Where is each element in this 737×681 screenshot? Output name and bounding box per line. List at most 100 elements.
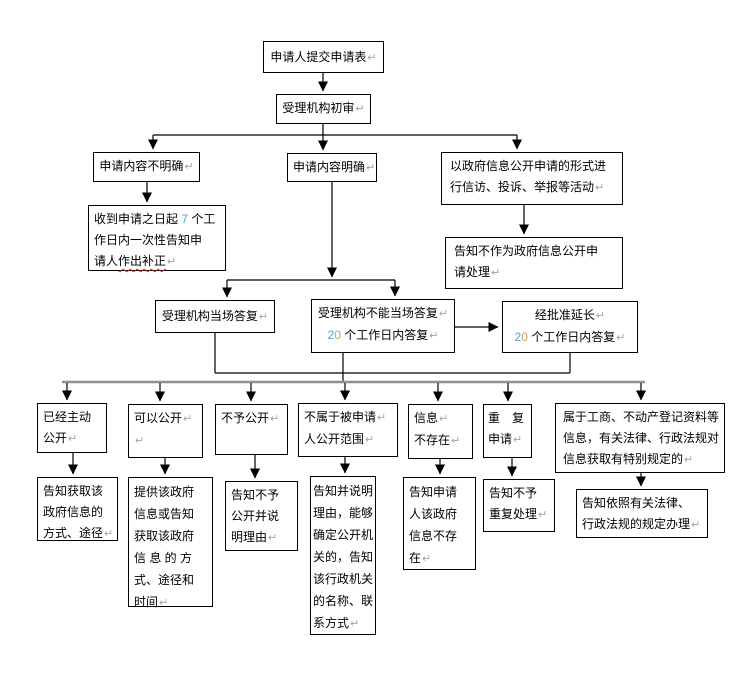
box-repeat-application: 重 复 申请↵ [483, 404, 532, 458]
return-mark-icon: ↵ [270, 413, 280, 425]
return-mark-icon: ↵ [350, 618, 360, 630]
box-text: 已经主动 [43, 410, 92, 424]
box-text: 人该政府 [409, 507, 458, 521]
box-text: 信息↵ [414, 411, 449, 425]
box-text: 20 个工作日内答复↵ [514, 330, 626, 344]
return-mark-icon: ↵ [616, 332, 626, 344]
box-cannot-reply-onspot: 受理机构不能当场答复↵ 20 个工作日内答复↵ [311, 299, 455, 353]
box-text: 受理机构不能当场答复↵ [317, 306, 449, 320]
box-text: 受理机构当场答复↵ [161, 309, 269, 323]
day-count-7: 7 [181, 212, 189, 226]
box-text: 关的，告知 [313, 550, 374, 564]
return-mark-icon: ↵ [355, 103, 365, 115]
day-count-20: 2 [327, 328, 335, 342]
return-mark-icon: ↵ [367, 52, 377, 64]
return-mark-icon: ↵ [268, 532, 278, 544]
box-notify-supplement: 收到申请之日起 7 个工 作日内一次性告知申 请人作出补正↵ [88, 205, 226, 271]
box-text: 明理由↵ [231, 530, 278, 544]
box-text: 告知不作为政府信息公开申 [454, 244, 599, 258]
box-text: 可以公开↵ [134, 411, 193, 425]
box-text: 在↵ [409, 551, 432, 565]
box-submit-application: 申请人提交申请表↵ [263, 41, 384, 73]
box-text: 公开并说 [231, 509, 280, 523]
return-mark-icon: ↵ [438, 308, 449, 320]
box-text: 确定公开机 [313, 528, 374, 542]
box-text: 时间↵ [134, 595, 169, 609]
return-mark-icon: ↵ [184, 161, 194, 173]
return-mark-icon: ↵ [429, 330, 439, 342]
return-mark-icon: ↵ [691, 519, 701, 531]
box-text: 获取该政府 [134, 529, 195, 543]
return-mark-icon: ↵ [365, 434, 375, 446]
box-text: 告知获取该 [43, 484, 104, 498]
box-text: 经批准延长↵ [534, 308, 606, 322]
box-special-regulation-info: 属于工商、不动产登记资料等 信息，有关法律、行政法规对 信息获取有特别规定的↵ [555, 403, 725, 473]
box-text: 以政府信息公开申请的形式进 [450, 159, 607, 173]
box-text: 告知依照有关法律、 [582, 496, 691, 510]
box-notify-info-not-exist: 告知申请 人该政府 信息不存 在↵ [403, 477, 476, 570]
spellcheck-underline: 作出补正 [118, 254, 167, 268]
box-can-be-public: 可以公开↵ ↵ [128, 404, 203, 458]
box-content-unclear: 申请内容不明确↵ [93, 152, 200, 182]
box-initial-review: 受理机构初审↵ [276, 94, 371, 124]
box-notify-way-to-obtain: 告知获取该 政府信息的 方式、途径↵ [37, 477, 118, 541]
return-mark-icon: ↵ [595, 310, 606, 322]
box-text: 的名称、联 [313, 594, 374, 608]
return-mark-icon: ↵ [135, 435, 145, 447]
return-mark-icon: ↵ [377, 412, 387, 424]
box-text: 告知不予 [489, 486, 538, 500]
day-count-20: 2 [514, 330, 522, 344]
box-info-not-exist: 信息↵ 不存在↵ [408, 404, 473, 459]
box-text: 重 复 [488, 411, 525, 425]
box-text: 行信访、投诉、举报等活动↵ [450, 180, 605, 194]
return-mark-icon: ↵ [491, 267, 501, 279]
box-text: 申请人提交申请表↵ [270, 50, 377, 64]
box-text: 信息或告知 [134, 507, 195, 521]
box-text: 作日内一次性告知申 [94, 233, 203, 247]
box-text: 属于工商、不动产登记资料等 [563, 410, 720, 424]
box-content-clear: 申请内容明确↵ [287, 153, 377, 182]
box-text: 不予公开↵ [221, 411, 280, 425]
box-text: 该行政机关 [313, 572, 374, 586]
box-text: 收到申请之日起 7 个工 [94, 212, 216, 226]
box-text: 请人作出补正↵ [94, 254, 177, 268]
box-notify-reason-and-authority: 告知并说明 理由，能够 确定公开机 关的，告知 该行政机关 的名称、联 系方式↵ [310, 476, 376, 635]
return-mark-icon: ↵ [68, 433, 78, 445]
box-text: 行政法规的规定办理↵ [582, 517, 701, 531]
box-text: 政府信息的 [43, 505, 104, 519]
box-text: 申请↵ [488, 432, 523, 446]
box-not-in-scope: 不属于被申请↵ 人公开范围↵ [298, 403, 398, 457]
box-text: 重复处理↵ [489, 507, 548, 521]
box-text: 提供该政府 [134, 485, 195, 499]
return-mark-icon: ↵ [104, 528, 114, 540]
box-text: 系方式↵ [313, 616, 360, 630]
box-reply-onspot: 受理机构当场答复↵ [155, 300, 275, 333]
box-text: 信息获取有特别规定的↵ [563, 452, 694, 466]
box-text: 信 息 的 方 [134, 551, 193, 565]
return-mark-icon: ↵ [513, 434, 523, 446]
box-text: 信息，有关法律、行政法规对 [563, 431, 720, 445]
return-mark-icon: ↵ [439, 413, 449, 425]
box-not-as-disclosure-request: 告知不作为政府信息公开申 请处理↵ [445, 237, 623, 289]
box-text: 告知不予 [231, 488, 280, 502]
box-text: 不存在↵ [414, 433, 461, 447]
box-provide-or-notify: 提供该政府 信息或告知 获取该政府 信 息 的 方 式、途径和 时间↵ [128, 477, 213, 609]
day-count-20: 0 [521, 330, 528, 344]
box-text: 不属于被申请↵ [304, 410, 387, 424]
box-text: 申请内容明确↵ [293, 160, 376, 174]
box-text: ↵ [134, 430, 197, 452]
box-notify-refusal-reason: 告知不予 公开并说 明理由↵ [225, 481, 298, 551]
box-text: 受理机构初审↵ [282, 101, 365, 115]
box-approved-extension: 经批准延长↵ 20 个工作日内答复↵ [502, 301, 638, 353]
return-mark-icon: ↵ [422, 553, 432, 565]
return-mark-icon: ↵ [595, 182, 605, 194]
day-count-20: 0 [334, 328, 341, 342]
return-mark-icon: ↵ [366, 162, 376, 174]
box-text: 告知申请 [409, 485, 458, 499]
return-mark-icon: ↵ [258, 311, 269, 323]
return-mark-icon: ↵ [159, 597, 169, 609]
box-petition-complaint: 以政府信息公开申请的形式进 行信访、投诉、举报等活动↵ [441, 152, 623, 205]
box-text: 告知并说明 [313, 484, 374, 498]
